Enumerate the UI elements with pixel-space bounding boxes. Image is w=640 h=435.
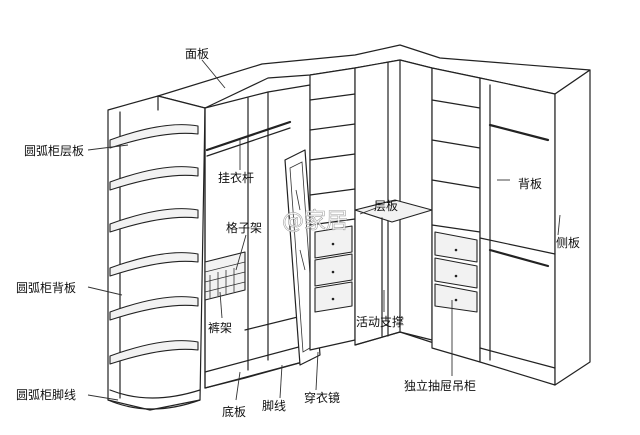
- label-skirting: 脚线: [262, 398, 286, 413]
- watermark: @家居: [282, 209, 348, 234]
- label-back-board: 背板: [518, 177, 542, 191]
- label-mirror: 穿衣镜: [304, 390, 340, 405]
- leader-lines: [87, 59, 561, 401]
- label-top-panel: 面板: [185, 47, 209, 61]
- corner-section: [354, 59, 441, 346]
- label-arc-skirting: 圆弧柜脚线: [16, 387, 76, 402]
- label-drawer-unit: 独立抽屉吊柜: [404, 378, 476, 393]
- drawers: [314, 225, 353, 313]
- arc-shelves: [109, 124, 199, 365]
- hanging-section: [204, 84, 311, 389]
- label-bottom-board: 底板: [222, 404, 246, 419]
- label-hanging-rod: 挂衣杆: [218, 170, 254, 185]
- label-trouser-rack: 裤架: [208, 321, 232, 335]
- label-side-board: 侧板: [556, 236, 580, 250]
- middle-column: [309, 67, 356, 351]
- label-arc-back: 圆弧柜背板: [16, 281, 76, 295]
- right-section: [479, 69, 591, 386]
- arc-cabinet: [107, 95, 206, 411]
- label-grid-rack: 格子架: [226, 220, 262, 235]
- label-divider: 活动支撑: [356, 314, 404, 329]
- label-arc-shelf: 圆弧柜层板: [24, 144, 84, 158]
- drawer-unit: [431, 67, 481, 363]
- label-shelf: 层板: [374, 199, 398, 213]
